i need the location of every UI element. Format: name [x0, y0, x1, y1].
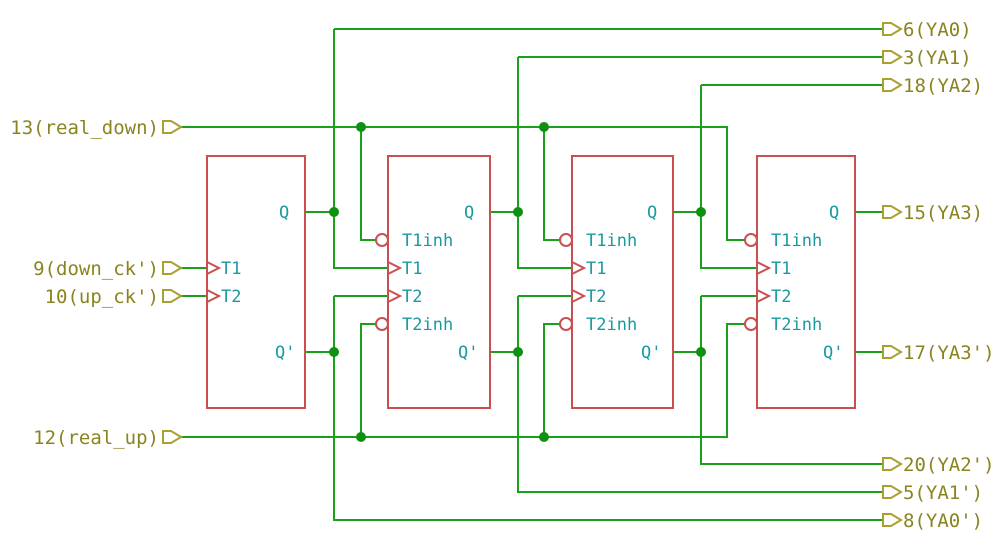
output-port-ya1: [882, 50, 903, 64]
flipflop-block-1: T1 T2 Q Q': [206, 155, 306, 409]
output-port-ya0n: [882, 513, 903, 527]
inhibit-bubble-t2: [744, 317, 758, 331]
output-ports: 6(YA0) 3(YA1) 18(YA2) 15(YA3) 17(YA3') 2…: [882, 19, 995, 532]
pin-label-q: Q: [829, 203, 839, 223]
pin-label-t1: T1: [586, 259, 606, 279]
clock-pin-t1: [571, 261, 587, 275]
wire-real-up-tap-2: [543, 323, 560, 437]
pin-label-qn: Q': [275, 343, 295, 363]
input-port-down-ck: [162, 261, 183, 275]
junction-dot: [539, 122, 549, 132]
pin-label-q: Q: [647, 203, 657, 223]
pin-label-qn: Q': [641, 343, 661, 363]
port-label-ya3: 15(YA3): [903, 202, 983, 224]
port-label-ya2: 18(YA2): [903, 75, 983, 97]
pin-label-t2: T2: [771, 287, 791, 307]
pin-label-t2: T2: [586, 287, 606, 307]
wire-real-down-tap-2: [543, 127, 560, 241]
block-outline: [206, 155, 306, 409]
inhibit-bubble-t1: [744, 233, 758, 247]
output-port-ya3n: [882, 345, 903, 359]
pin-label-t2inh: T2inh: [402, 315, 453, 335]
output-port-ya2: [882, 78, 903, 92]
port-label-down-ck: 9(down_ck'): [33, 258, 159, 280]
pin-label-q: Q: [464, 203, 474, 223]
clock-pin-t2: [206, 289, 222, 303]
clock-pin-t2: [571, 289, 587, 303]
clock-pin-t1: [387, 261, 403, 275]
wire-ya0n: [333, 296, 883, 521]
junction-dot: [513, 347, 523, 357]
clock-pin-t1: [756, 261, 772, 275]
junction-dot: [329, 347, 339, 357]
port-label-real-down: 13(real_down): [10, 117, 159, 139]
pin-label-t1: T1: [221, 259, 241, 279]
input-ports: 13(real_down) 9(down_ck') 10(up_ck') 12(…: [10, 117, 183, 449]
junction-dot: [696, 207, 706, 217]
output-port-ya0: [882, 22, 903, 36]
pin-label-t1: T1: [771, 259, 791, 279]
pin-label-qn: Q': [458, 343, 478, 363]
port-label-ya0: 6(YA0): [903, 19, 972, 41]
port-label-ya3n: 17(YA3'): [903, 342, 995, 364]
block-outline: [571, 155, 674, 409]
clock-pin-t2: [387, 289, 403, 303]
port-label-up-ck: 10(up_ck'): [45, 286, 159, 308]
input-port-real-down: [162, 120, 183, 134]
pin-label-qn: Q': [823, 343, 843, 363]
junction-dot: [356, 122, 366, 132]
junction-dot: [356, 432, 366, 442]
junction-dot: [539, 432, 549, 442]
junction-dot: [513, 207, 523, 217]
pin-label-t1inh: T1inh: [586, 231, 637, 251]
port-label-ya0n: 8(YA0'): [903, 510, 983, 532]
port-label-ya2n: 20(YA2'): [903, 454, 995, 476]
input-port-real-up: [162, 430, 183, 444]
port-label-real-up: 12(real_up): [33, 427, 159, 449]
block-outline: [387, 155, 491, 409]
wire-ya1: [517, 57, 572, 269]
wire-real-down-tap-1: [360, 127, 377, 241]
flipflop-block-4: T1inh T1 T2 T2inh Q Q': [744, 155, 856, 409]
port-label-ya1n: 5(YA1'): [903, 482, 983, 504]
port-label-ya1: 3(YA1): [903, 47, 972, 69]
wire-ya2: [700, 85, 757, 269]
pin-label-t2: T2: [221, 287, 241, 307]
output-port-ya2n: [882, 457, 903, 471]
junction-dot: [696, 347, 706, 357]
pin-label-t2: T2: [402, 287, 422, 307]
wires: [181, 28, 883, 521]
flipflop-block-3: T1inh T1 T2 T2inh Q Q': [559, 155, 674, 409]
wire-real-up-bus: [181, 323, 745, 438]
input-port-up-ck: [162, 289, 183, 303]
wire-ya0: [333, 29, 388, 269]
inhibit-bubble-t1: [375, 233, 389, 247]
junction-dot: [329, 207, 339, 217]
pin-label-q: Q: [279, 203, 289, 223]
block-outline: [756, 155, 856, 409]
inhibit-bubble-t2: [375, 317, 389, 331]
clock-pin-t1: [206, 261, 222, 275]
clock-pin-t2: [756, 289, 772, 303]
inhibit-bubble-t1: [559, 233, 573, 247]
wire-ya1n: [517, 296, 883, 493]
wire-real-down-bus: [181, 126, 745, 241]
pin-label-t1: T1: [402, 259, 422, 279]
pin-label-t1inh: T1inh: [771, 231, 822, 251]
flipflop-block-2: T1inh T1 T2 T2inh Q Q': [375, 155, 491, 409]
pin-label-t2inh: T2inh: [586, 315, 637, 335]
inhibit-bubble-t2: [559, 317, 573, 331]
pin-label-t2inh: T2inh: [771, 315, 822, 335]
output-port-ya1n: [882, 485, 903, 499]
wire-real-up-tap-1: [360, 323, 377, 437]
pin-label-t1inh: T1inh: [402, 231, 453, 251]
junctions: [329, 122, 706, 442]
output-port-ya3: [882, 205, 903, 219]
